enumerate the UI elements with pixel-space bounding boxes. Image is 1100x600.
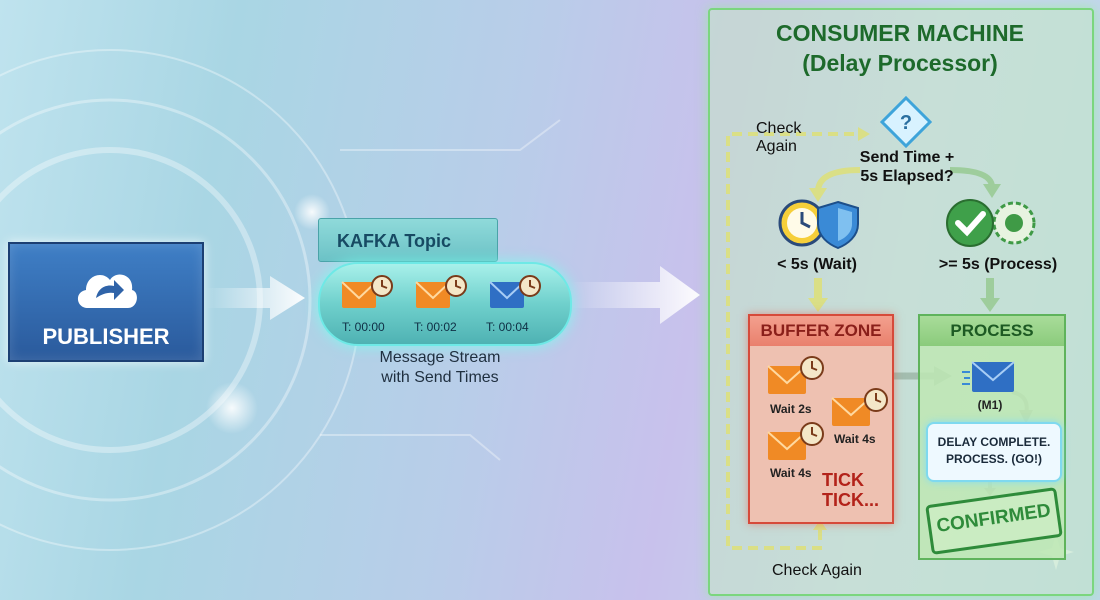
wait-branch-label: < 5s (Wait) [762, 256, 872, 274]
envelope-clock-icon [828, 386, 890, 430]
question-diamond-icon: ? [880, 96, 932, 148]
kafka-to-consumer-arrow [570, 266, 700, 324]
tick-tick-label: TICK TICK... [822, 470, 879, 510]
kafka-topic-pipe: T: 00:00 T: 00:02 T: 00:04 [318, 262, 572, 346]
publisher-box: PUBLISHER [8, 242, 204, 362]
cloud-upload-icon [72, 258, 140, 316]
glow-dot [206, 382, 258, 434]
buffer-wait-label: Wait 4s [770, 466, 812, 480]
decision-label: Send Time + 5s Elapsed? [852, 148, 962, 186]
kafka-topic-title: KAFKA Topic [337, 231, 451, 252]
envelope-icon [412, 274, 468, 314]
consumer-title: CONSUMER MACHINE (Delay Processor) [708, 18, 1092, 78]
buffer-zone-title: BUFFER ZONE [750, 316, 892, 346]
label-line: Send Time + [852, 148, 962, 167]
clock-shield-icon [776, 196, 864, 250]
publisher-to-kafka-arrow [205, 276, 305, 320]
label-line: 5s Elapsed? [852, 167, 962, 186]
caption-line: with Send Times [340, 368, 540, 388]
confirmed-stamp-label: CONFIRMED [930, 499, 1058, 538]
consumer-title-line2: (Delay Processor) [708, 48, 1092, 78]
check-again-bottom-label: Check Again [772, 562, 862, 580]
message-time: T: 00:04 [486, 320, 529, 334]
bubble-line: DELAY COMPLETE. [928, 434, 1060, 451]
envelope-icon [486, 274, 542, 314]
bubble-line: PROCESS. (GO!) [928, 451, 1060, 468]
envelope-icon [338, 274, 394, 314]
process-branch-label: >= 5s (Process) [928, 256, 1068, 274]
label-line: Again [756, 138, 801, 156]
message-time: T: 00:02 [414, 320, 457, 334]
consumer-title-line1: CONSUMER MACHINE [708, 18, 1092, 48]
check-again-top-label: Check Again [756, 120, 801, 156]
envelope-icon [962, 358, 1018, 396]
caption-line: Message Stream [340, 348, 540, 368]
buffer-wait-label: Wait 4s [834, 432, 876, 446]
label-line: Check [756, 120, 801, 138]
message-id-label: (M1) [968, 398, 1012, 412]
buffer-zone-box: BUFFER ZONE Wait 2s Wait 4s Wait 4s TICK… [748, 314, 894, 524]
check-gear-icon [944, 196, 1040, 250]
publisher-label: PUBLISHER [10, 324, 202, 350]
svg-text:?: ? [900, 112, 912, 134]
message-time: T: 00:00 [342, 320, 385, 334]
kafka-topic-tab: KAFKA Topic [318, 218, 498, 262]
envelope-clock-icon [764, 354, 826, 398]
delay-complete-bubble: DELAY COMPLETE. PROCESS. (GO!) [926, 422, 1062, 482]
envelope-clock-icon [764, 420, 826, 464]
message-stream-caption: Message Stream with Send Times [340, 348, 540, 388]
tick-line: TICK... [822, 490, 879, 510]
buffer-wait-label: Wait 2s [770, 402, 812, 416]
tick-line: TICK [822, 470, 879, 490]
process-title: PROCESS [920, 316, 1064, 346]
